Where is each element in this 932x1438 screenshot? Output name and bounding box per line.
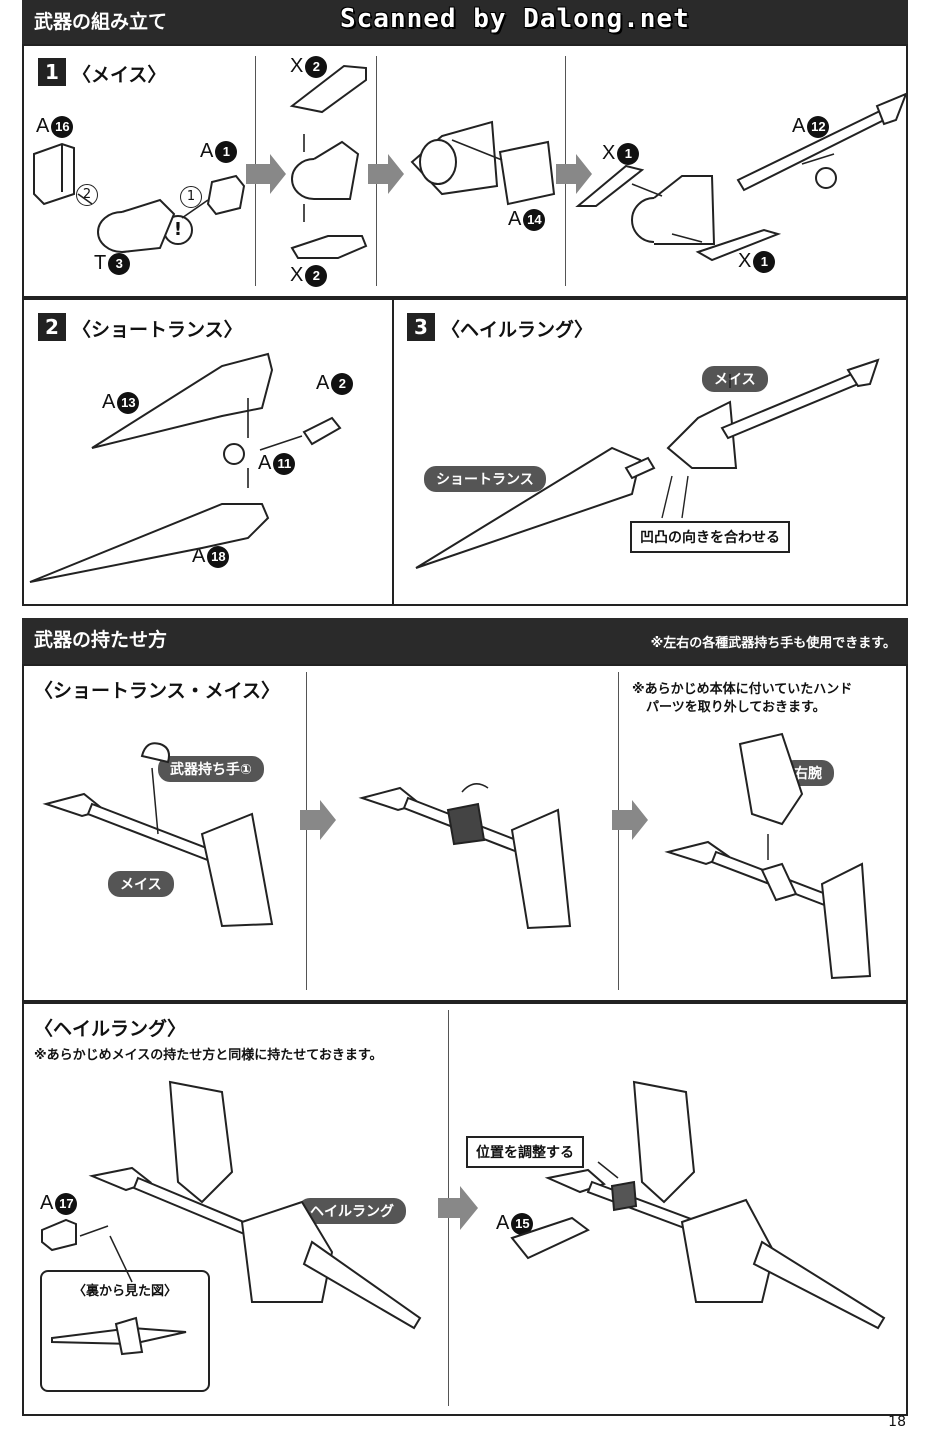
section-header-assembly: 武器の組み立て [22, 0, 908, 44]
hold1-note: ※あらかじめ本体に付いていたハンド [632, 682, 853, 697]
section-title: 武器の組み立て [34, 11, 168, 33]
hold2-note: ※あらかじめメイスの持たせ方と同様に持たせておきます。 [34, 1048, 383, 1063]
order-marker: 2 [76, 184, 98, 206]
step3-illustration [415, 358, 880, 569]
step-number: 2 [38, 313, 66, 341]
label-weapon-hand: 武器持ち手① [158, 756, 264, 782]
align-note: 凹凸の向きを合わせる [630, 521, 790, 553]
step3-panel [392, 298, 908, 606]
hold1-divider [618, 672, 619, 990]
hold2-title: 〈ヘイルラング〉 [34, 1018, 187, 1040]
label-mace: メイス [702, 366, 768, 392]
hold1-title: 〈ショートランス・メイス〉 [34, 680, 281, 702]
label-hail-lang: ヘイルラング [298, 1198, 406, 1224]
watermark: Scanned by Dalong.net [340, 4, 690, 34]
hold1-illustration [42, 732, 872, 980]
label-mace: メイス [108, 871, 174, 897]
page-number: 18 [888, 1414, 906, 1430]
step1-illustration [33, 64, 908, 262]
hold1-divider [306, 672, 307, 990]
step-number: 3 [407, 313, 435, 341]
step-number: 1 [38, 58, 66, 86]
hold1-note: パーツを取り外しておきます。 [646, 700, 826, 715]
inset-title: 〈裏から見た図〉 [72, 1284, 177, 1299]
section-title: 武器の持たせ方 [34, 629, 168, 651]
section-header-holding: 武器の持たせ方 ※左右の各種武器持ち手も使用できます。 [22, 618, 908, 664]
label-short-lance: ショートランス [424, 466, 546, 492]
step2-illustration [29, 352, 342, 583]
adjust-note: 位置を調整する [466, 1136, 584, 1168]
step-title: 〈ショートランス〉 [72, 319, 243, 341]
hold2-illustration [41, 1080, 886, 1356]
section-note: ※左右の各種武器持ち手も使用できます。 [650, 636, 896, 651]
step-title: 〈メイス〉 [72, 64, 167, 86]
order-marker: 1 [180, 186, 202, 208]
step-title: 〈ヘイルラング〉 [441, 319, 594, 341]
